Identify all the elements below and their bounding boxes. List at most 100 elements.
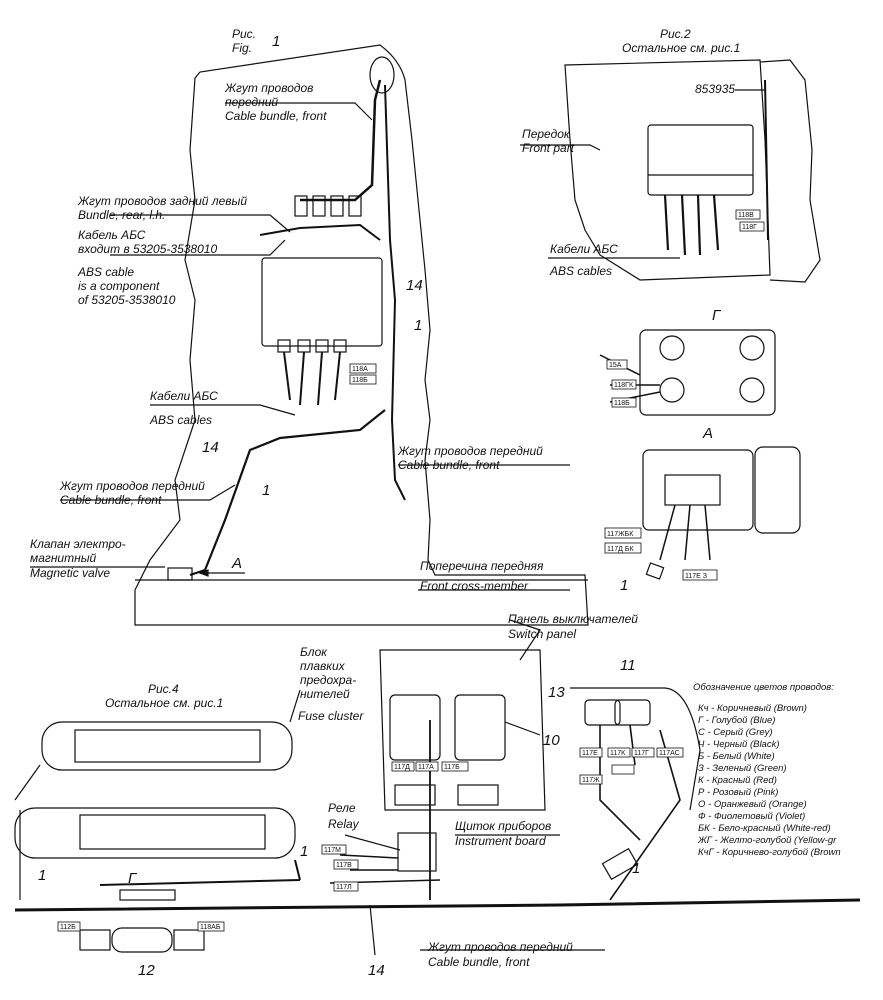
bolt: [739, 335, 765, 361]
callout-1: 1: [632, 860, 640, 877]
front-bundle-left-en: Cable bundle, front: [60, 493, 162, 507]
fig1-bundle-vertical: [384, 84, 406, 501]
fig1-caption-number: 1: [272, 33, 280, 50]
view-g-marker: [119, 889, 176, 901]
abs-cables-en: ABS cables: [149, 413, 212, 427]
front-part-en: Front part: [522, 141, 575, 155]
leader: [504, 721, 541, 736]
valve-ru2: магнитный: [30, 551, 97, 565]
front-bundle-top-ru2: передний: [225, 95, 278, 109]
fig2-caption: Рис.2: [660, 27, 691, 41]
legend-item: Р - Розовый (Pink): [698, 787, 778, 798]
fig2-abs-cables: [663, 194, 720, 256]
fuse-12: [111, 927, 173, 953]
front-bundle-top-ru1: Жгут проводов: [224, 81, 313, 95]
tag-117m: 117М: [324, 847, 341, 854]
fuse-holder-right: [173, 929, 205, 951]
bolt: [659, 377, 685, 403]
fuse-en: Fuse cluster: [298, 709, 364, 723]
fig1-valve: [167, 567, 193, 581]
fuse-ru1: Блок: [300, 645, 328, 659]
front-bundle-top-en: Cable bundle, front: [225, 109, 327, 123]
fig4-bundle-upper: [99, 859, 301, 886]
fig2-panel-outline: [564, 59, 771, 281]
legend-item: К - Красный (Red): [698, 775, 777, 786]
callout-1: 1: [262, 482, 270, 499]
switch-panel-ru: Панель выключателей: [508, 612, 638, 626]
view-g-block: [639, 329, 776, 416]
fuse-cluster-upper: [41, 721, 293, 771]
bundle-bottom-en: Cable bundle, front: [428, 955, 530, 969]
callout-13: 13: [548, 684, 565, 701]
abs-cable-en3: of 53205-3538010: [78, 293, 176, 307]
view-a-marker: A: [231, 555, 242, 572]
fig1-abs-cables: [283, 351, 341, 406]
crossmember-ru: Поперечина передняя: [420, 559, 544, 573]
instrument-socket-11: [614, 699, 651, 726]
abs-cable-en1: ABS cable: [77, 265, 134, 279]
front-bundle-right-ru: Жгут проводов передний: [397, 444, 543, 458]
rear-left-en: Bundle, rear, l.h.: [78, 208, 165, 222]
legend-item: КчГ - Коричнево-голубой (Brown: [698, 847, 841, 858]
tag-117a: 117А: [418, 764, 434, 771]
fig4-caption: Рис.4: [148, 682, 179, 696]
tag-117ez: 117Е З: [685, 573, 707, 580]
tag-117as: 117АС: [659, 750, 680, 757]
part-number: 853935: [695, 82, 735, 96]
fig4-main-bundle: [14, 898, 861, 912]
switch-block: [389, 694, 441, 761]
fuse-cluster-lower-body: [79, 814, 266, 850]
tag-117zh: 117Ж: [582, 777, 600, 784]
legend-item: Кч - Коричневый (Brown): [698, 703, 807, 714]
fig1-rear-bundle: [259, 223, 381, 241]
fig2-caption-sub: Остальное см. рис.1: [622, 41, 740, 55]
tag-117b: 117Б: [444, 764, 460, 771]
fig4-caption-sub: Остальное см. рис.1: [105, 696, 223, 710]
fig4-wire: [14, 764, 41, 900]
abs-cables-ru: Кабели АБС: [150, 389, 218, 403]
legend-item: БК - Бело-красный (White-red): [698, 823, 831, 834]
leader: [344, 834, 401, 851]
fuse-ru2: плавких: [300, 659, 346, 673]
fig1-caption-en: Fig.: [232, 41, 252, 55]
switch-block-lower: [394, 784, 436, 806]
leader: [289, 689, 301, 723]
legend-item: З - Зеленый (Green): [698, 763, 787, 774]
fig1-bundle-lower: [189, 409, 386, 577]
instrument-ru: Щиток приборов: [455, 819, 551, 833]
view-a-title: A: [702, 425, 713, 442]
fig1-hole: [369, 56, 395, 94]
fig2-abs-cables-ru: Кабели АБС: [550, 242, 618, 256]
tag-118ab: 118АБ: [200, 924, 221, 931]
callout-1: 1: [414, 317, 422, 334]
fuse-ru4: нителей: [300, 687, 350, 701]
fig1-connector: [312, 195, 326, 217]
tag-117l: 117Л: [336, 884, 352, 891]
fig2-bundle: [764, 79, 769, 241]
instrument-socket-13: [584, 699, 621, 726]
bundle-bottom-ru: Жгут проводов передний: [427, 940, 573, 954]
leader: [110, 239, 286, 256]
fuse-holder-left: [79, 929, 111, 951]
tag-118g: 118Г: [742, 224, 757, 231]
callout-12: 12: [138, 962, 155, 979]
switch-panel-en: Switch panel: [508, 627, 576, 641]
fig1-bundle-top: [300, 79, 382, 202]
switch-block: [454, 694, 506, 761]
legend-item: Ч - Черный (Black): [698, 739, 780, 750]
leader: [60, 484, 236, 501]
tag-118a: 118А: [352, 366, 368, 373]
tag-118gk: 118ГК: [614, 382, 634, 389]
bolt: [739, 377, 765, 403]
valve-ru1: Клапан электро-: [30, 537, 126, 551]
fig1-connector: [294, 195, 308, 217]
fig1-connector: [348, 195, 362, 217]
instrument-board-outline: [570, 687, 701, 811]
view-a-coil: [754, 446, 801, 534]
view-g-title: Г: [712, 307, 722, 324]
abs-cable-ru1: Кабель АБС: [78, 228, 146, 242]
relay: [397, 832, 437, 872]
legend-item: С - Серый (Grey): [698, 727, 773, 738]
view-a-valve: [642, 449, 754, 531]
view-a-plug: [664, 474, 721, 506]
